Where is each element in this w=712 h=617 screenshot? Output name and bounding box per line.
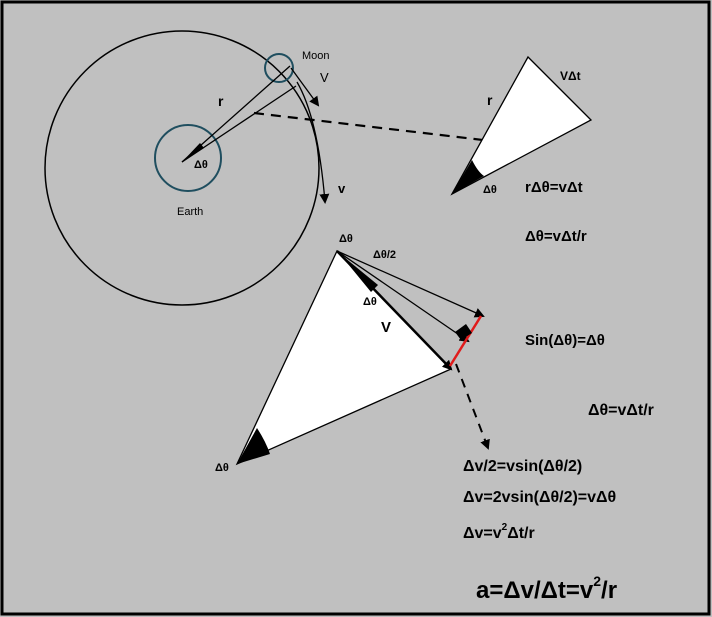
dashed-arrow-to-small-triangle: [253, 111, 502, 147]
center-angle-wedge: [182, 143, 204, 162]
equation-half-dv: Δv/2=vsin(Δθ/2): [463, 458, 582, 475]
small-triangle-angle-wedge: [452, 160, 484, 194]
earth-label: Earth: [177, 206, 203, 218]
bottom-angle-wedge: [237, 428, 270, 464]
inner-dtheta-label: Δθ: [363, 296, 377, 308]
small-triangle: [450, 55, 593, 196]
big-v-label: V: [381, 319, 391, 336]
right-angle-marker: [455, 324, 472, 340]
moon-label: Moon: [302, 50, 330, 62]
half-angle-label: Δθ/2: [373, 249, 396, 261]
moon-circle: [264, 53, 294, 83]
equation-dtheta-2: Δθ=vΔt/r: [588, 402, 654, 419]
velocity-vector-1: [336, 250, 485, 318]
moon-orbit: [44, 30, 320, 306]
orbit-r-label: r: [218, 93, 224, 109]
delta-v-segment: [448, 315, 483, 367]
small-triangle-r-label: r: [487, 92, 493, 108]
velocity-arrow-curved: [296, 81, 330, 204]
equation-centripetal-pre: a=Δv/Δt=v: [476, 577, 594, 604]
apex-half-angle-wedge: [339, 253, 378, 292]
center-dtheta-label: Δθ: [194, 159, 208, 171]
bisector-vector: [336, 250, 470, 343]
earth-circle: [154, 124, 222, 192]
small-triangle-dtheta-label: Δθ: [483, 184, 497, 196]
equation-dv-squared: Δv=v2Δt/r: [463, 522, 535, 542]
equation-small-angle: Sin(Δθ)=Δθ: [525, 332, 605, 349]
equation-arc-length: rΔθ=vΔt: [525, 179, 583, 196]
equation-dv: Δv=2vsin(Δθ/2)=vΔθ: [463, 489, 616, 506]
equation-centripetal-post: /r: [601, 577, 617, 604]
apex-dtheta-label: Δθ: [339, 233, 353, 245]
equation-dtheta-1: Δθ=vΔt/r: [525, 228, 587, 245]
velocity-top-label: V: [320, 70, 329, 85]
equation-dv-squared-post: Δt/r: [507, 525, 535, 542]
equation-centripetal-exp: 2: [593, 573, 601, 589]
equation-dv-squared-pre: Δv=v: [463, 525, 502, 542]
velocity-arrow-top: [290, 67, 320, 107]
equation-dv-squared-exp: 2: [502, 522, 508, 533]
bottom-dtheta-label: Δθ: [215, 462, 229, 474]
small-triangle-vdt-label: VΔt: [560, 69, 581, 83]
equation-centripetal: a=Δv/Δt=v2/r: [476, 573, 617, 604]
velocity-lower-label: v: [338, 181, 346, 196]
